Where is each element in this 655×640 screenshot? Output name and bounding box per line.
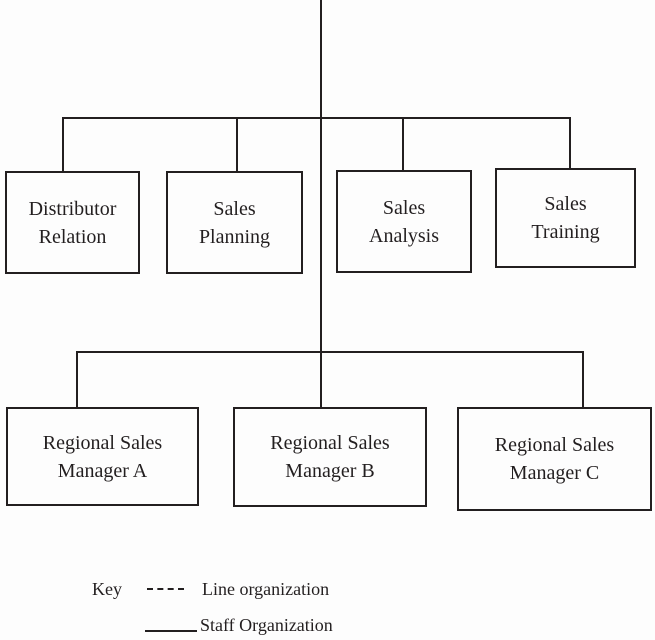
connector-drop-manager-c — [582, 351, 584, 408]
box-regional-sales-manager-a: Regional Sales Manager A — [6, 407, 199, 506]
connector-drop-sales-training — [569, 117, 571, 169]
box-label-line: Planning — [198, 225, 271, 248]
connector-drop-sales-planning — [236, 117, 238, 172]
box-label-line: Regional Sales — [494, 434, 615, 456]
connector-drop-manager-a — [76, 351, 78, 408]
box-label-line: Distributor — [28, 197, 117, 220]
box-label-line: Analysis — [369, 224, 439, 247]
box-sales-analysis: Sales Analysis — [336, 170, 472, 273]
key-label-staff-organization: Staff Organization — [200, 615, 333, 635]
box-label-line: Manager B — [285, 460, 375, 482]
key-title: Key — [92, 579, 122, 599]
box-label-line: Relation — [38, 225, 107, 248]
box-label-line: Sales — [213, 197, 256, 220]
box-distributor-relation: Distributor Relation — [5, 171, 140, 274]
box-regional-sales-manager-b: Regional Sales Manager B — [233, 407, 427, 507]
connector-line-bar — [76, 351, 584, 353]
key-label-line-organization: Line organization — [202, 579, 330, 599]
connector-staff-bar — [63, 117, 571, 119]
box-label-line: Sales — [382, 196, 426, 219]
box-label-line: Manager A — [57, 459, 148, 482]
box-sales-planning: Sales Planning — [166, 171, 303, 274]
box-regional-sales-manager-c: Regional Sales Manager C — [457, 407, 652, 511]
box-sales-training: Sales Training — [495, 168, 636, 268]
box-label-line: Manager C — [509, 462, 600, 484]
box-label-line: Training — [531, 221, 600, 243]
key-solid-line-symbol — [145, 630, 197, 632]
box-label-line: Sales — [544, 193, 587, 215]
box-label-line: Regional Sales — [42, 431, 163, 454]
key-dashed-line-symbol — [147, 588, 184, 590]
connector-drop-distributor-relation — [62, 117, 64, 172]
connector-drop-sales-analysis — [402, 117, 404, 171]
box-label-line: Regional Sales — [270, 432, 390, 454]
connector-main-vertical — [320, 0, 322, 408]
